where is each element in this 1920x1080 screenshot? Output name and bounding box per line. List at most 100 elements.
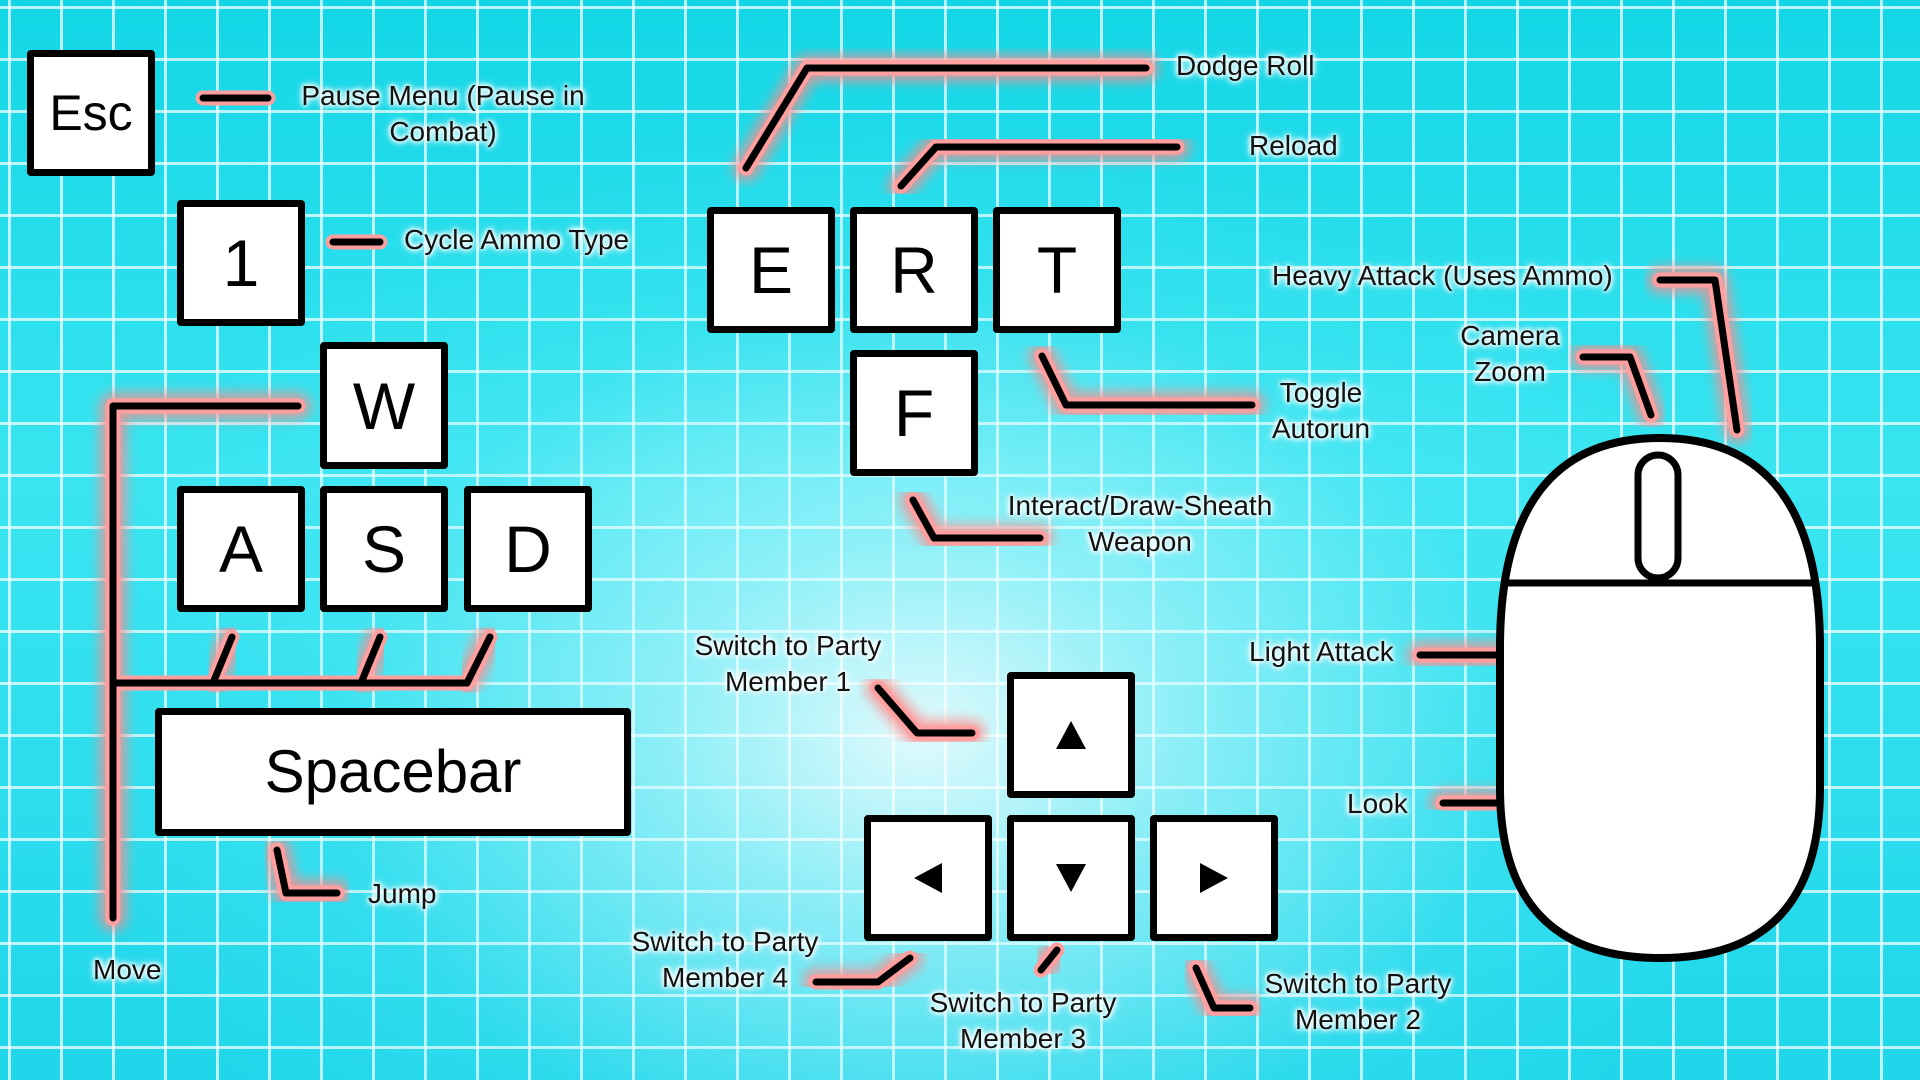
- esc-key-label: Esc: [49, 85, 133, 141]
- heavy-attack-connector-glow: [1647, 267, 1750, 443]
- right-arrow-icon: [1200, 863, 1228, 893]
- s-key-connector-core: [357, 633, 384, 687]
- down-arrow-icon: [1056, 864, 1086, 892]
- dodge-roll-connector-core: [742, 64, 1150, 172]
- s-key-connector-glow: [348, 624, 393, 696]
- party-member-4-label-line1: Switch to Party: [631, 926, 819, 957]
- d-key-label: D: [504, 512, 552, 586]
- heavy-attack-label: Heavy Attack (Uses Ammo): [1272, 258, 1613, 294]
- d-key-connector-core: [463, 633, 494, 687]
- r-key-label: R: [890, 233, 938, 307]
- a-key-connector-glow: [200, 624, 245, 696]
- dodge-roll-label-text: Dodge Roll: [1176, 50, 1315, 81]
- dodge-roll-label: Dodge Roll: [1176, 48, 1315, 84]
- move-label-text: Move: [93, 954, 162, 985]
- up-arrow-icon: [1056, 721, 1086, 749]
- f-key-label: F: [893, 376, 935, 450]
- toggle-autorun-label-line1: Toggle: [1279, 377, 1363, 408]
- r-key: R: [850, 207, 978, 333]
- a-key-connector-mid: [205, 629, 240, 691]
- computer-mouse-icon: [1496, 433, 1824, 963]
- camera-zoom-label-line1: Camera: [1460, 320, 1560, 351]
- one-key-label: 1: [222, 226, 260, 300]
- cycle-ammo-label: Cycle Ammo Type: [404, 222, 629, 258]
- party-3-connector-glow: [1028, 937, 1070, 983]
- right-arrow-key: [1150, 815, 1278, 941]
- move-label: Move: [93, 952, 161, 988]
- spacebar-key-label: Spacebar: [264, 738, 522, 805]
- s-key-label: S: [361, 512, 407, 586]
- toggle-autorun-label-line2: Autorun: [1271, 413, 1371, 444]
- party-member-2-label: Switch to Party Member 2: [1238, 966, 1478, 1038]
- interact-label: Interact/Draw-Sheath Weapon: [980, 488, 1300, 560]
- party-member-1-label-line1: Switch to Party: [694, 630, 882, 661]
- reload-connector-glow: [888, 134, 1190, 199]
- camera-zoom-connector-core: [1579, 353, 1655, 419]
- party-member-3-label-line2: Member 3: [959, 1023, 1087, 1054]
- jump-label: Jump: [368, 876, 436, 912]
- move-connector-glow: [100, 393, 311, 931]
- party-3-connector-core: [1037, 946, 1061, 974]
- mouse-scroll-wheel: [1634, 451, 1682, 582]
- move-connector-core: [109, 402, 302, 922]
- party-member-1-label: Switch to Party Member 1: [668, 628, 908, 700]
- dodge-roll-connector-glow: [733, 55, 1159, 181]
- interact-label-line1: Interact/Draw-Sheath: [1007, 490, 1273, 521]
- move-connector-mid: [105, 398, 306, 926]
- party-member-1-label-line2: Member 1: [724, 666, 852, 697]
- party-member-4-label: Switch to Party Member 4: [605, 924, 845, 996]
- interact-label-line2: Weapon: [1088, 526, 1192, 557]
- t-key: T: [993, 207, 1121, 333]
- t-key-label: T: [1036, 233, 1078, 307]
- dodge-roll-connector-mid: [738, 60, 1154, 176]
- pause-menu-label-line1: Pause Menu (Pause in: [301, 80, 585, 111]
- party-member-4-label-line2: Member 4: [661, 962, 789, 993]
- a-key-connector-core: [209, 633, 236, 687]
- reload-label-text: Reload: [1249, 130, 1338, 161]
- look-label-text: Look: [1347, 788, 1408, 819]
- party-member-3-label: Switch to Party Member 3: [903, 985, 1143, 1057]
- a-key-label: A: [218, 512, 264, 586]
- light-attack-label-text: Light Attack: [1249, 636, 1394, 667]
- camera-zoom-connector-mid: [1575, 349, 1659, 423]
- w-key-label: W: [352, 368, 416, 443]
- reload-connector-core: [897, 143, 1181, 190]
- pause-menu-label-line2: Combat): [389, 116, 497, 147]
- one-key: 1: [177, 200, 305, 326]
- s-key-connector-mid: [353, 629, 388, 691]
- mouse-body: [1496, 433, 1824, 963]
- jump-connector-mid: [269, 842, 345, 901]
- jump-connector-core: [273, 846, 341, 897]
- e-key: E: [707, 207, 835, 333]
- d-key: D: [464, 486, 592, 612]
- heavy-attack-connector-core: [1656, 276, 1741, 434]
- party-member-2-label-line2: Member 2: [1294, 1004, 1422, 1035]
- party-member-3-label-line1: Switch to Party: [929, 987, 1117, 1018]
- down-arrow-key: [1007, 815, 1135, 941]
- light-attack-label: Light Attack: [1249, 634, 1394, 670]
- spacebar-key: Spacebar: [155, 708, 631, 836]
- reload-connector-mid: [893, 139, 1185, 194]
- d-key-connector-mid: [459, 629, 498, 691]
- s-key: S: [320, 486, 448, 612]
- toggle-autorun-label: Toggle Autorun: [1246, 375, 1396, 447]
- heavy-attack-label-text: Heavy Attack (Uses Ammo): [1272, 260, 1613, 291]
- esc-key: Esc: [27, 50, 155, 176]
- toggle-autorun-connector-core: [1038, 352, 1256, 409]
- left-arrow-key: [864, 815, 992, 941]
- camera-zoom-label: Camera Zoom: [1440, 318, 1580, 390]
- jump-connector-glow: [264, 837, 350, 906]
- up-arrow-key: [1007, 672, 1135, 798]
- w-key: W: [320, 342, 448, 469]
- party-3-connector-mid: [1033, 942, 1065, 978]
- a-key: A: [177, 486, 305, 612]
- party-member-2-label-line1: Switch to Party: [1264, 968, 1452, 999]
- f-key: F: [850, 350, 978, 476]
- left-arrow-icon: [914, 863, 942, 893]
- reload-label: Reload: [1249, 128, 1338, 164]
- d-key-connector-glow: [454, 624, 503, 696]
- e-key-label: E: [748, 233, 794, 307]
- jump-label-text: Jump: [368, 878, 437, 909]
- toggle-autorun-connector-mid: [1034, 348, 1260, 413]
- heavy-attack-connector-mid: [1652, 272, 1745, 438]
